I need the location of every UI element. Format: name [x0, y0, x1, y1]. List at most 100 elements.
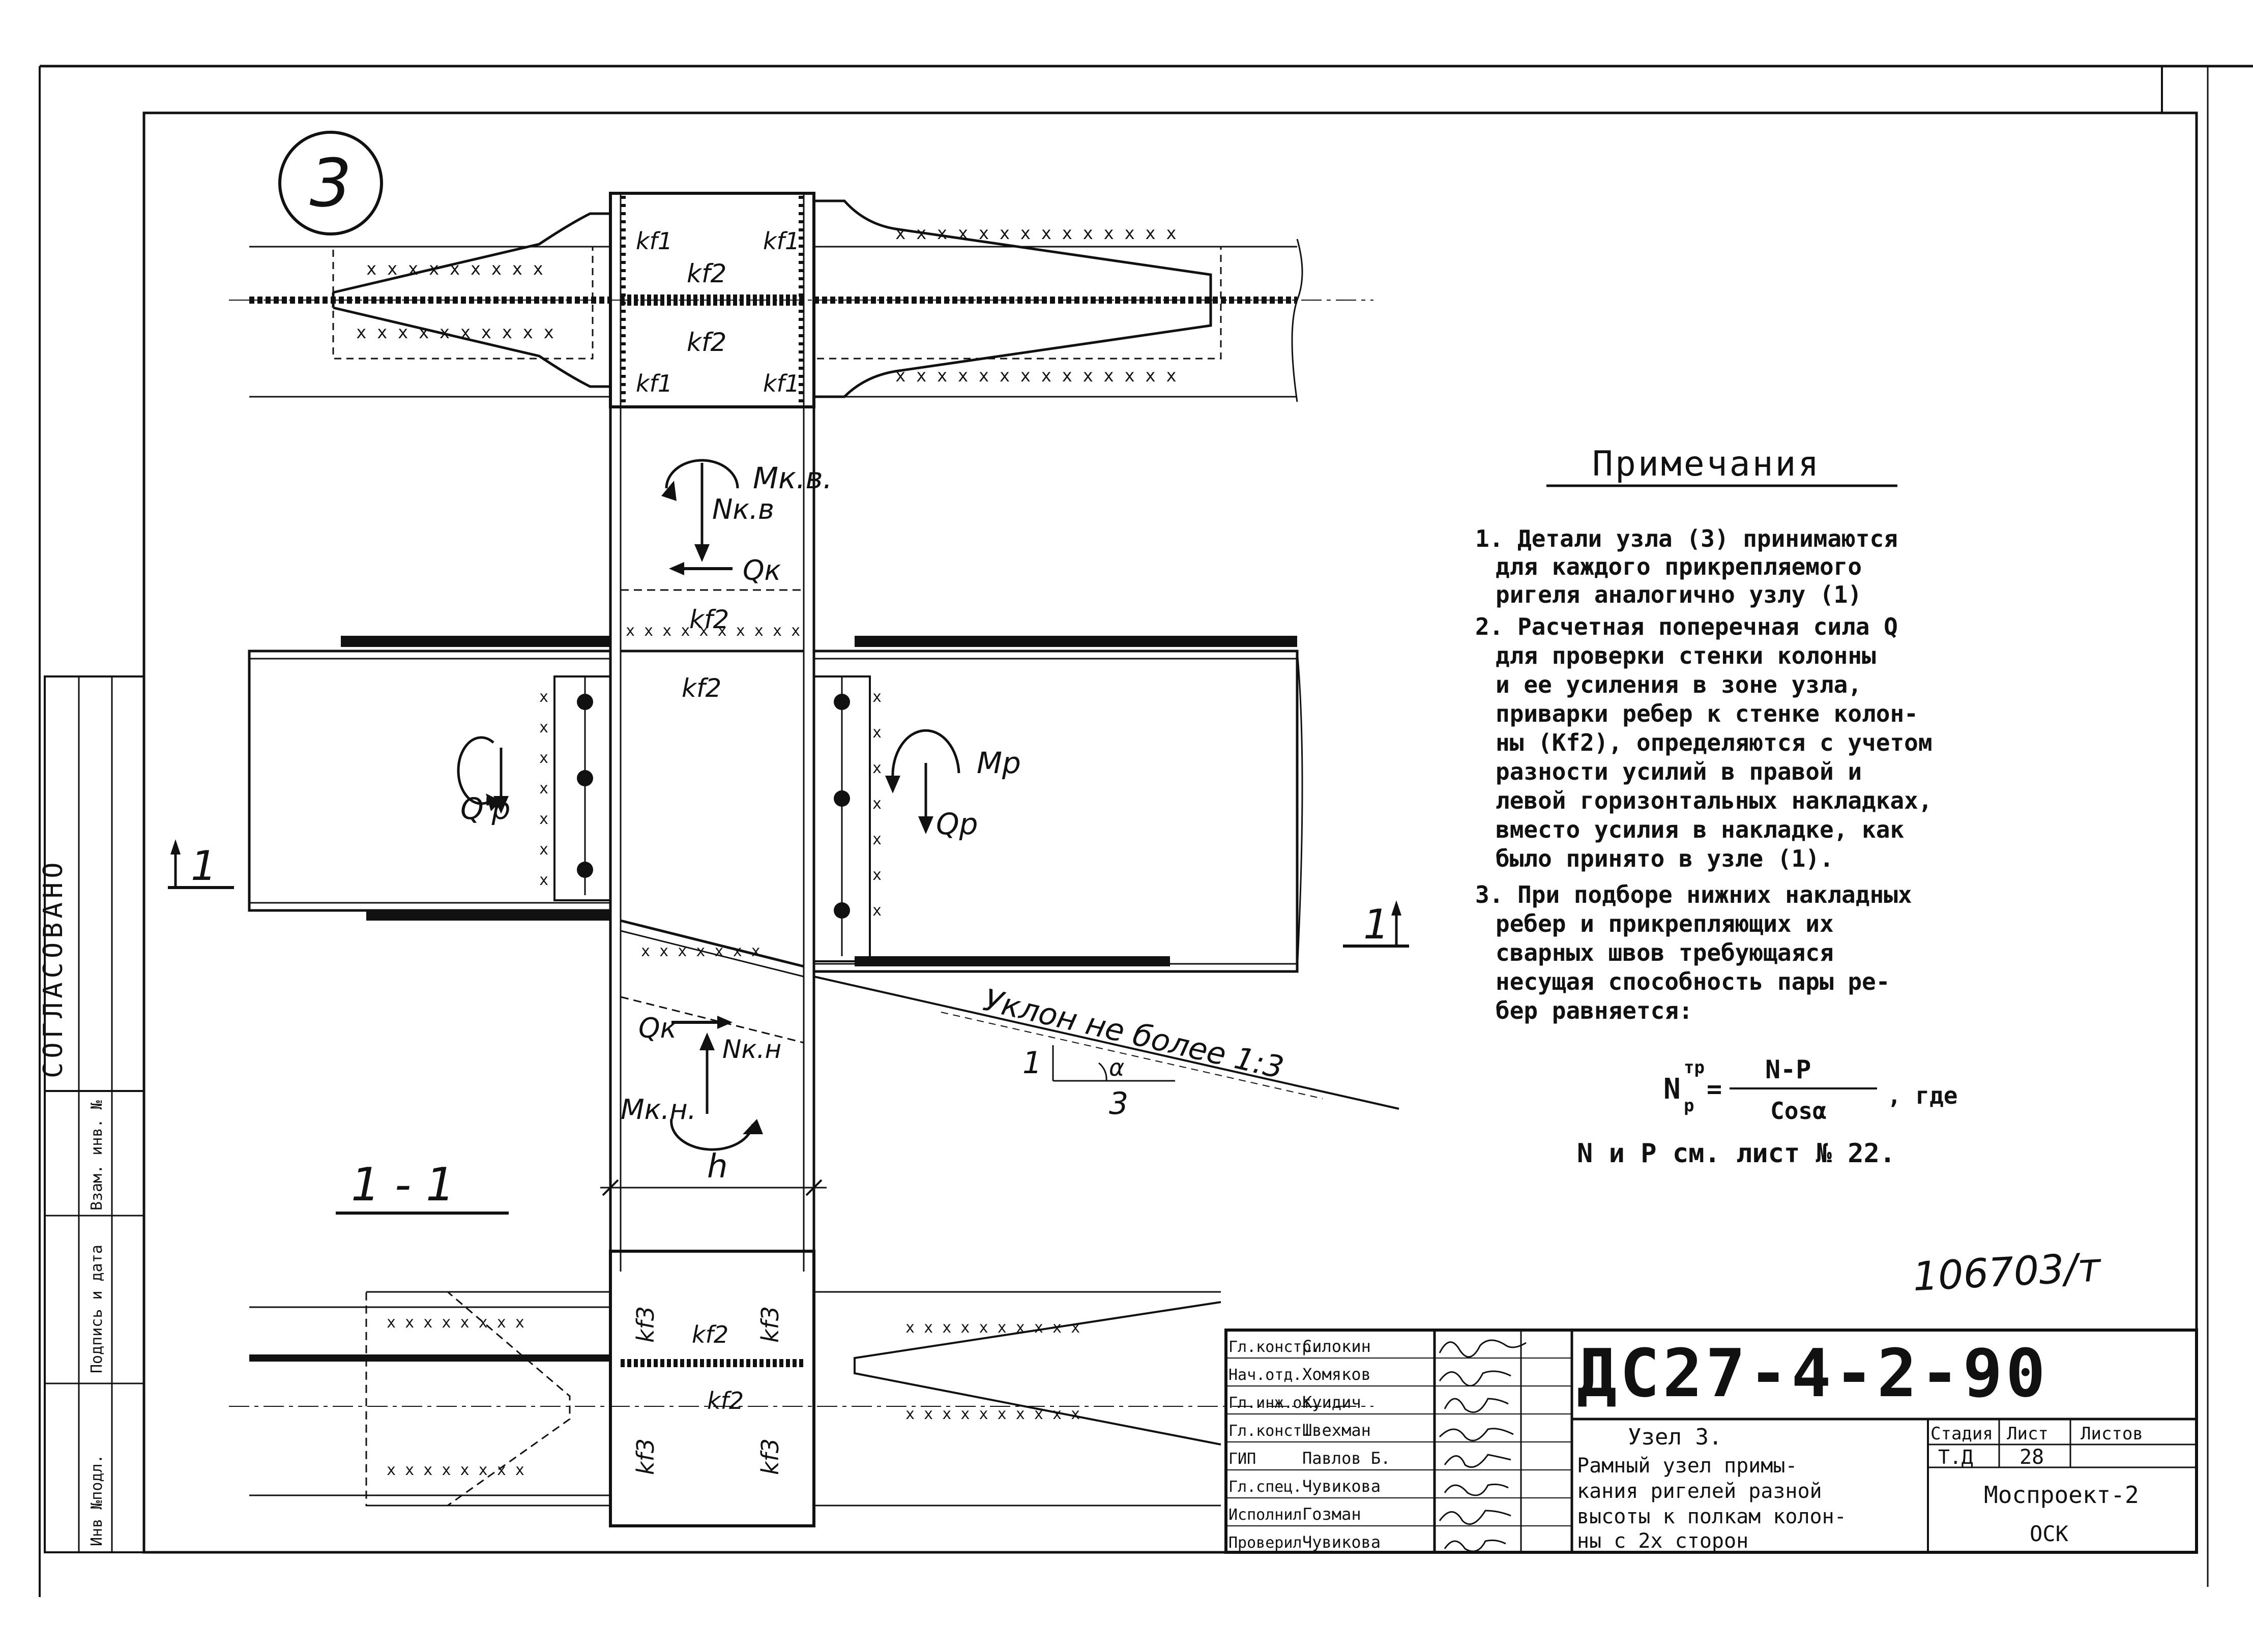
tb-desc-1: Рамный узел примы- [1577, 1454, 1797, 1478]
sec-weld-label-3: kf3 [756, 1306, 784, 1343]
svg-text:x x x x x x x x: x x x x x x x x [387, 1461, 524, 1479]
force-m-lower: Mк.н. [621, 1094, 696, 1126]
tb-subtitle: Узел 3. [1628, 1424, 1722, 1450]
tb-role-3: Гл.инж.от. [1228, 1394, 1321, 1412]
tb-name-2: Хомяков [1302, 1365, 1371, 1384]
svg-text:x x x x x x x x x x x x x x: x x x x x x x x x x x x x x [895, 366, 1177, 386]
tb-name-5: Павлов Б. [1302, 1449, 1390, 1468]
tb-name-8: Чувикова [1302, 1532, 1381, 1552]
slope-alpha: α [1109, 1054, 1124, 1081]
notes-block: Примечания 1. Детали узла (3) принимаютс… [1475, 444, 1957, 1169]
detail-marker-number: 3 [310, 144, 352, 222]
side-col-sign: Подпись и дата [88, 1245, 106, 1373]
sec-weld-label-5: kf2 [707, 1387, 744, 1414]
notes-line-3: ригеля аналогично узлу (1) [1496, 581, 1862, 608]
top-weld-label-5: kf1 [636, 370, 672, 397]
svg-text:x x x x x x x x x x: x x x x x x x x x x [356, 322, 554, 343]
sec-weld-label-1: kf3 [632, 1306, 659, 1343]
svg-text:=: = [1707, 1074, 1722, 1104]
svg-text:x x x x x x x x x x x x x x: x x x x x x x x x x x x x x [895, 223, 1177, 244]
sec-weld-label-4: kf3 [632, 1438, 659, 1475]
notes-line-13: 3. При подборе нижних накладных [1475, 881, 1912, 908]
tb-desc-3: высоты к полкам колон- [1577, 1505, 1847, 1528]
tb-department: ОСК [2030, 1521, 2069, 1546]
notes-line-10: левой горизонтальных накладках, [1496, 787, 1933, 814]
notes-line-8: ны (Kf2), определяются с учетом [1496, 729, 1933, 756]
notes-line-17: бер равняется: [1496, 997, 1693, 1024]
tb-organization: Моспроект-2 [1984, 1481, 2139, 1509]
tb-name-3: Куидич [1302, 1393, 1361, 1412]
svg-text:x: x [872, 902, 882, 920]
archive-number: 106703/т [1912, 1245, 2103, 1300]
detail-marker: 3 [278, 131, 383, 235]
svg-text:x: x [539, 810, 548, 828]
side-col-inv: Инв №подл. [88, 1454, 106, 1546]
tb-header-sheets: Листов [2081, 1424, 2143, 1444]
tb-role-7: Исполнил [1228, 1506, 1302, 1524]
notes-formula: N тр р = N-P Cosα , где [1663, 1055, 1957, 1125]
tb-drawing-code: ДС27-4-2-90 [1577, 1335, 2049, 1412]
svg-text:x: x [539, 688, 548, 706]
notes-line-4: 2. Расчетная поперечная сила Q [1475, 613, 1898, 640]
svg-text:, где: , где [1887, 1082, 1957, 1109]
notes-line-2: для каждого прикрепляемого [1496, 553, 1862, 580]
dim-h-label: h [707, 1148, 728, 1186]
svg-text:1: 1 [191, 842, 217, 890]
tb-role-6: Гл.спец. [1228, 1478, 1302, 1496]
force-m-upper: Mк.в. [753, 461, 832, 495]
top-weld-label-3: kf2 [687, 259, 726, 288]
svg-text:x: x [872, 724, 882, 742]
top-weld-label-4: kf2 [687, 328, 726, 357]
top-weld-label-6: kf1 [763, 370, 800, 397]
svg-text:x x x x x x x: x x x x x x x [641, 942, 760, 960]
section-title: 1 - 1 [351, 1158, 455, 1212]
svg-text:x: x [539, 780, 548, 798]
svg-text:Cosα: Cosα [1770, 1097, 1827, 1125]
notes-line-6: и ее усиления в зоне узла, [1496, 671, 1862, 698]
top-weld-label-1: kf1 [636, 227, 672, 255]
notes-line-16: несущая способность пары ре- [1496, 968, 1890, 995]
side-stamp-text: СОГЛАСОВАНО [38, 859, 69, 1078]
notes-title: Примечания [1592, 444, 1821, 484]
slope-annotation: Уклон не более 1:3 1 α 3 [980, 982, 1287, 1122]
svg-text:x: x [872, 688, 882, 706]
notes-line-12: было принято в узле (1). [1496, 845, 1834, 872]
force-q-left: Q'p [460, 791, 510, 826]
elev-weld-label-2: kf2 [682, 673, 721, 703]
section-view: 1 - 1 x x x x x x x x x x x x x x x x x … [229, 1158, 1373, 1527]
tb-header-sheet: Лист [2007, 1424, 2049, 1444]
top-weld-label-2: kf1 [763, 227, 800, 255]
svg-text:тр: тр [1684, 1057, 1705, 1078]
dimension-h: h [600, 1148, 827, 1196]
notes-line-9: разности усилий в правой и [1496, 758, 1862, 785]
notes-line-14: ребер и прикрепляющих их [1496, 910, 1834, 937]
tb-role-5: ГИП [1228, 1450, 1256, 1468]
svg-text:x: x [872, 759, 882, 777]
title-block: Гл.констр. Нач.отд. Гл.инж.от. Гл.конст.… [1224, 1329, 2198, 1554]
tb-name-4: Швехман [1302, 1421, 1371, 1440]
section-mark-left: 1 [168, 839, 234, 890]
tb-name-7: Гозман [1302, 1504, 1361, 1524]
force-n-lower: Nк.н [722, 1035, 781, 1064]
elevation-view: x x x x x x x x x x x x x x x x x x x x … [168, 459, 1409, 1196]
svg-text:x x x x x x x x x x: x x x x x x x x x x [905, 1319, 1080, 1337]
side-strip: СОГЛАСОВАНО Инв №подл. Подпись и дата Вз… [38, 675, 145, 1553]
svg-text:x x x x x x x x x x: x x x x x x x x x x [626, 622, 800, 640]
svg-text:x: x [872, 866, 882, 884]
svg-text:x x x x x x x x: x x x x x x x x [387, 1314, 524, 1332]
notes-line-11: вместо усилия в накладке, как [1496, 816, 1904, 843]
elev-weld-label-1: kf2 [689, 605, 729, 634]
force-n-upper: Nк.в [712, 493, 774, 525]
svg-text:x: x [539, 871, 548, 889]
svg-text:x x x x x x x x x: x x x x x x x x x [366, 259, 543, 279]
notes-line-7: приварки ребер к стенке колон- [1496, 700, 1918, 727]
svg-text:x: x [872, 795, 882, 813]
notes-line-15: сварных швов требующаяся [1496, 939, 1834, 966]
svg-text:x: x [539, 749, 548, 767]
svg-text:р: р [1684, 1096, 1694, 1116]
tb-role-2: Нач.отд. [1228, 1366, 1302, 1384]
svg-text:x: x [539, 719, 548, 736]
slope-ratio-2: 3 [1109, 1086, 1128, 1122]
notes-ref-line: N и P см. лист № 22. [1577, 1138, 1895, 1169]
tb-signatures [1439, 1339, 1527, 1552]
